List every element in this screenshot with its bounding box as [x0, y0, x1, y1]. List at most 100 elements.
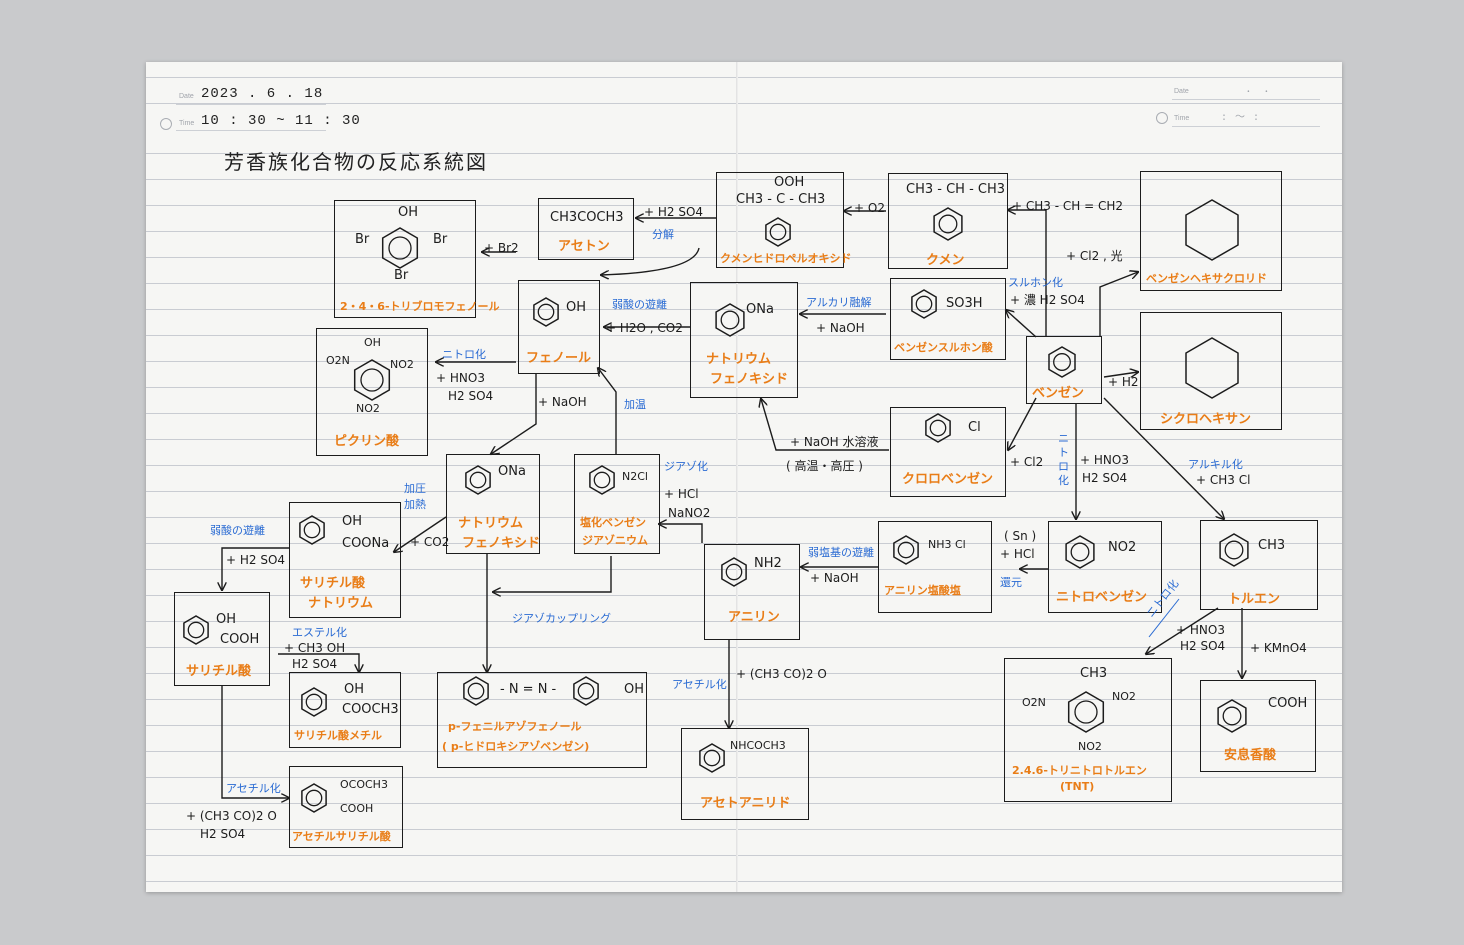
arrow-salicylic-to-methyl [278, 653, 359, 672]
nitrobz-no2: NO2 [1108, 540, 1137, 555]
compound-benzenesulfonic-acid [890, 278, 1006, 360]
compound-azo-dye [437, 672, 647, 768]
ring-cyclohexane-hexagon [1185, 337, 1239, 399]
ring-tbp-aromatic-circle [388, 236, 412, 260]
arrow-chp-to-phenol [601, 247, 700, 275]
ring-phenol-aromatic-circle [537, 303, 555, 321]
ring-azo-1-hexagon [463, 676, 489, 706]
rx-propene: + CH3 - CH = CH2 [1012, 199, 1123, 213]
rx-conc-h2so4: + 濃 H2 SO4 [1010, 293, 1085, 307]
tbp-br-left: Br [355, 232, 370, 247]
aspirin-cooh: COOH [340, 802, 374, 815]
chlorobz-cl: Cl [968, 420, 981, 435]
arrow-benzene-to-chlorobz [1008, 397, 1037, 450]
diaz-name-1: 塩化ベンゼン [580, 516, 646, 529]
diagonal-label-guide [1148, 598, 1180, 638]
chp-formula: CH3 - C - CH3 [736, 192, 826, 207]
picric-no2-right: NO2 [390, 358, 414, 371]
ring-acetanilide-hexagon [699, 743, 725, 773]
rx-h2so4-bz: H2 SO4 [1082, 471, 1128, 485]
tbp-br-right: Br [433, 232, 448, 247]
rx-h2: + H2 [1108, 375, 1139, 389]
rx-h2so4: + H2 SO4 [644, 205, 704, 219]
compound-phenol [518, 280, 600, 374]
rx-esterification-label: エステル化 [292, 626, 347, 639]
methsal-name: サリチル酸メチル [294, 729, 382, 742]
aspirin-ococh3: OCOCH3 [340, 778, 388, 791]
ring-toluene-hexagon [1219, 533, 1249, 567]
time-label: Time [179, 120, 195, 127]
picric-oh: OH [364, 336, 381, 349]
rx-weak-acid-2-label: 弱酸の遊離 [210, 524, 265, 537]
toluene-ch3: CH3 [1258, 538, 1286, 553]
arrow-benzene-to-bhc [1099, 272, 1138, 337]
diaz-n2cl: N2Cl [622, 470, 648, 483]
rx-heat-label: 加熱 [404, 498, 426, 511]
rx-nitration-bz-4: 化 [1058, 474, 1069, 487]
salicylic-oh: OH [216, 612, 237, 627]
tbp-name: 2・4・6-トリブロモフェノール [340, 300, 500, 313]
ring-azo-2-aromatic-circle [577, 682, 595, 700]
compound-anilinium-chloride [878, 521, 992, 613]
rx-diazo-coupling-label: ジアゾカップリング [512, 612, 611, 625]
compound-benzoic-acid [1200, 680, 1316, 772]
salicylic-cooh: COOH [220, 632, 260, 647]
ring-aspirin-hexagon [301, 783, 327, 813]
rx-h2so4-ester: H2 SO4 [292, 657, 338, 671]
rx-hcl-diaz: + HCl [664, 487, 699, 501]
rx-ac2o-sal: + (CH3 CO)2 O [186, 809, 277, 823]
compound-cumene-hydroperoxide [716, 172, 844, 268]
benzene-name: ベンゼン [1032, 386, 1085, 401]
compound-methyl-salicylate [289, 672, 401, 748]
tbp-oh: OH [398, 205, 419, 220]
date-rule [176, 104, 326, 105]
compound-picric-acid [316, 328, 428, 456]
rx-sulfonation-label: スルホン化 [1008, 276, 1063, 289]
compound-cumene [888, 173, 1008, 269]
rx-alkali-fusion-label: アルカリ融解 [806, 296, 872, 309]
date-value: 2023 . 6 . 18 [201, 86, 324, 102]
rx-kmno4: + KMnO4 [1250, 641, 1307, 655]
ring-chlorobz-aromatic-circle [929, 419, 947, 437]
benzoic-name: 安息香酸 [1224, 748, 1277, 763]
time-rule [176, 130, 326, 131]
ring-nitrobz-hexagon [1065, 535, 1095, 569]
ring-tnt-aromatic-circle [1074, 700, 1098, 724]
rx-co2: + CO2 [410, 535, 450, 549]
acetanilide-name: アセトアニリド [700, 796, 791, 811]
bsa-so3h: SO3H [946, 296, 983, 311]
picric-name: ピクリン酸 [334, 434, 400, 449]
acetone-name: アセトン [558, 239, 610, 254]
bsa-name: ベンゼンスルホン酸 [894, 341, 993, 354]
rx-h2o-co2: + H2O , CO2 [606, 321, 683, 335]
right-clock-icon [1156, 112, 1168, 124]
arrow-diaz-to-phenol [598, 368, 617, 454]
nitrobz-name: ニトロベンゼン [1056, 590, 1148, 605]
rx-naoh-aniline: + NaOH [810, 571, 859, 585]
aspirin-name: アセチルサリチル酸 [292, 830, 391, 843]
right-time-label: Time [1174, 115, 1190, 122]
rx-nitration-bz-2: ト [1058, 446, 1069, 459]
sodphen1-ona: ONa [746, 302, 774, 317]
arrow-diaz-to-coupling [493, 556, 612, 592]
ring-benzene-hexagon [1048, 346, 1076, 378]
tnt-no2-right: NO2 [1112, 690, 1136, 703]
ring-salicylic-aromatic-circle [187, 621, 205, 639]
picric-no2-bottom: NO2 [356, 402, 380, 415]
rx-h2so4-toluene: H2 SO4 [1180, 639, 1226, 653]
sodphen2-ona: ONa [498, 464, 526, 479]
ring-salicylic-hexagon [183, 615, 209, 645]
compound-benzene-hexachloride [1140, 171, 1282, 291]
time-value: 10 : 30 ~ 11 : 30 [201, 113, 361, 129]
azo-name-2: ( p-ヒドロキシアゾベンゼン) [442, 740, 590, 753]
compound-sodium-phenoxide-2 [446, 454, 540, 554]
rx-nano2: NaNO2 [668, 506, 711, 520]
rx-nitration-bz-1: ニ [1058, 432, 1069, 445]
arrow-toluene-to-tnt [1146, 607, 1219, 654]
rx-pressure-label: 加圧 [404, 482, 426, 495]
compound-aniline [704, 544, 800, 640]
ring-benzoic-hexagon [1217, 699, 1247, 733]
ring-chp-aromatic-circle [769, 223, 787, 241]
rx-naoh-fusion: + NaOH [816, 321, 865, 335]
ring-methsal-aromatic-circle [305, 693, 323, 711]
